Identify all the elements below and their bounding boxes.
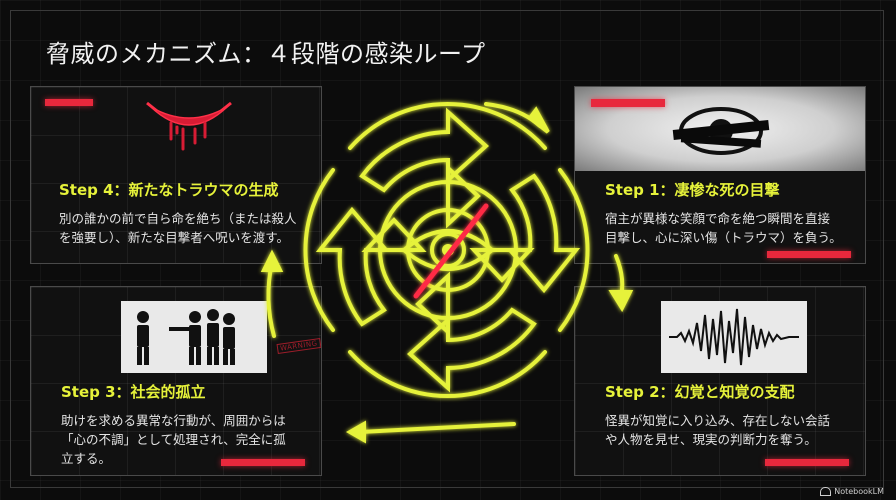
outer-cycle-arrow xyxy=(407,307,537,393)
outer-cycle-arrow xyxy=(315,206,391,327)
crossed-eye-icon xyxy=(400,203,496,299)
step4-card: Step 4：新たなトラウマの生成 別の誰かの前で自ら命を絶ち（または殺人 を強… xyxy=(30,86,322,264)
arrowhead xyxy=(260,249,284,272)
red-accent-bar xyxy=(591,99,665,107)
step1-card: Step 1：凄惨な死の目撃 宿主が異様な笑顔で命を絶つ瞬間を直接 目撃し、心に… xyxy=(574,86,866,264)
step1-desc-line2: 目撃し、心に深い傷（トラウマ）を負う。 xyxy=(605,230,842,245)
step1-desc: 宿主が異様な笑顔で命を絶つ瞬間を直接 目撃し、心に深い傷（トラウマ）を負う。 xyxy=(605,209,863,247)
waveform-icon xyxy=(669,308,799,366)
red-accent-bar xyxy=(765,459,849,466)
step2-desc-line1: 怪異が知覚に入り込み、存在しない会話 xyxy=(605,413,831,428)
notebooklm-icon xyxy=(820,487,832,496)
outer-frame xyxy=(10,10,884,488)
arrowhead xyxy=(527,106,550,134)
step2-desc-line2: や人物を見せ、現実の判断力を奪う。 xyxy=(605,432,817,447)
step4-desc-line2: を強要し）、新たな目撃者へ呪いを渡す。 xyxy=(59,230,290,245)
step3-desc-line2: 「心の不調」として処理され、完全に孤 xyxy=(61,432,286,447)
footer-text: NotebookLM xyxy=(834,487,884,496)
step4-desc: 別の誰かの前で自ら命を絶ち（または殺人 を強要し）、新たな目撃者へ呪いを渡す。 xyxy=(59,209,319,247)
outer-cycle-arrow xyxy=(505,173,581,294)
step1-image xyxy=(575,87,865,171)
step3-desc-line3: 立する。 xyxy=(61,451,112,466)
step2-card: Step 2：幻覚と知覚の支配 怪異が知覚に入り込み、存在しない会話 や人物を見… xyxy=(574,286,866,476)
step3-desc: 助けを求める異常な行動が、周囲からは 「心の不調」として処理され、完全に孤 立す… xyxy=(61,411,319,468)
bleeding-smile-icon xyxy=(146,101,232,151)
red-accent-bar xyxy=(45,99,93,106)
step3-title: Step 3：社会的孤立 xyxy=(61,383,206,401)
arrowhead xyxy=(345,420,366,444)
step2-title: Step 2：幻覚と知覚の支配 xyxy=(605,383,795,401)
outer-cycle-arrow xyxy=(359,107,489,193)
step3-image xyxy=(121,301,267,373)
step4-title: Step 4：新たなトラウマの生成 xyxy=(59,181,279,199)
arrowhead xyxy=(608,290,634,313)
outer-ring-arc xyxy=(348,350,547,399)
red-accent-bar xyxy=(767,251,851,258)
isolated-person-icon xyxy=(137,309,235,365)
step1-title: Step 1：凄惨な死の目撃 xyxy=(605,181,780,199)
connector-arrow xyxy=(358,422,516,434)
step2-desc: 怪異が知覚に入り込み、存在しない会話 や人物を見せ、現実の判断力を奪う。 xyxy=(605,411,863,449)
outer-ring-arc xyxy=(558,168,590,332)
redacted-eye-icon xyxy=(672,107,770,155)
step4-desc-line1: 別の誰かの前で自ら命を絶ち（または殺人 xyxy=(59,211,297,226)
outer-ring-arc xyxy=(348,101,547,150)
step1-desc-line1: 宿主が異様な笑顔で命を絶つ瞬間を直接 xyxy=(605,211,831,226)
step2-image xyxy=(661,301,807,373)
notebooklm-logo: NotebookLM xyxy=(820,487,884,496)
page-title: 脅威のメカニズム：４段階の感染ループ xyxy=(46,40,486,68)
step3-card: WARNING Step 3：社会的孤立 助けを求める異常な行動が、周囲からは … xyxy=(30,286,322,476)
red-accent-bar xyxy=(221,459,305,466)
step3-desc-line1: 助けを求める異常な行動が、周囲からは xyxy=(61,413,286,428)
outer-ring-arc xyxy=(303,168,335,332)
connector-arrow xyxy=(266,260,276,338)
